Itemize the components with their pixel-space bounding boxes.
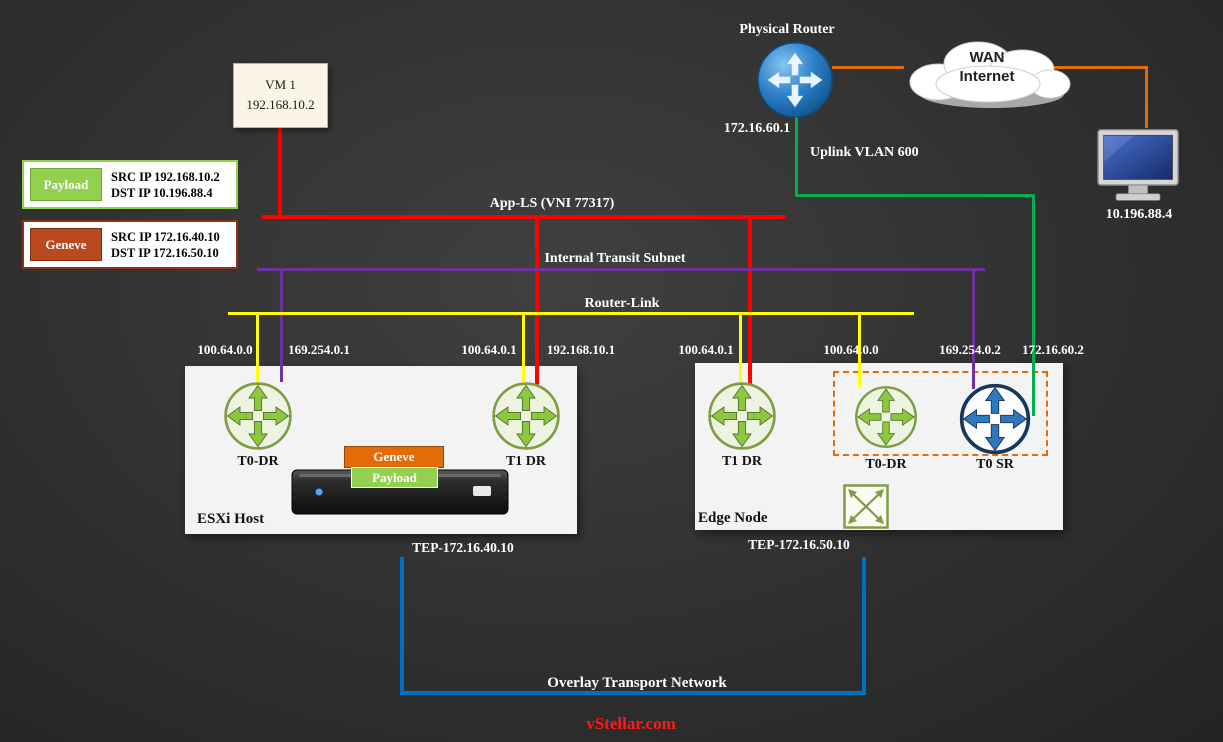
vm-to-appls-line [278,128,282,218]
appls-to-esxi-t1-line [535,219,539,385]
appls-to-edge-t1-line [748,219,752,385]
ip-esxi-t0-transit: 169.254.0.1 [288,342,350,357]
routerlink-to-edge-t1-line [739,315,742,382]
uplink-vlan600-line-v2 [1032,194,1035,416]
edge-tep-label: TEP-172.16.50.10 [748,537,850,552]
router-link-label: Router-Link [584,296,660,311]
legend-payload-src: SRC IP 192.168.10.2 [111,169,220,184]
overlay-bracket-bottom [400,691,866,695]
uplink-vlan600-line-v1 [795,117,798,197]
routerlink-to-esxi-t1-line [522,315,525,382]
wan-label-line2: Internet [959,68,1015,85]
ip-esxi-t0-uplink: 100.64.0.0 [197,342,253,357]
transit-to-t0sr-line [972,271,975,389]
wan-to-workstation-link-v [1145,66,1148,128]
edge-t0-sr-label: T0 SR [976,457,1014,472]
legend-payload-text: SRC IP 192.168.10.2 DST IP 10.196.88.4 [111,169,220,201]
vm-ip: 192.168.10.2 [246,97,315,112]
esxi-host-label: ESXi Host [197,511,265,527]
esxi-t0-dr-router-icon [222,380,294,457]
legend-geneve-text: SRC IP 172.16.40.10 DST IP 172.16.50.10 [111,229,220,261]
legend-payload-dst: DST IP 10.196.88.4 [111,185,213,200]
edge-node-label: Edge Node [698,510,768,526]
physical-router-ip: 172.16.60.1 [723,121,791,136]
edge-t0-dr-label: T0-DR [865,457,907,472]
ip-edge-sr-uplink: 172.16.60.2 [1022,342,1084,357]
router-link-segment-line [228,312,914,315]
transit-segment-line [257,268,985,271]
app-ls-label: App-LS (VNI 77317) [489,196,615,211]
legend-geneve: Geneve SRC IP 172.16.40.10 DST IP 172.16… [22,220,238,269]
legend-geneve-chip: Geneve [30,228,102,261]
edge-t1-dr-router-icon [706,380,778,457]
overlay-bracket-right [862,557,866,695]
legend-payload-chip: Payload [30,168,102,201]
wan-to-workstation-link-h [1048,66,1148,69]
app-ls-segment-line [262,215,786,219]
geneve-encap-chip: Geneve [344,446,444,468]
ip-esxi-t1-downlink: 100.64.0.1 [461,342,517,357]
workstation-monitor-icon [1096,127,1182,210]
transit-subnet-label: Internal Transit Subnet [544,251,686,266]
wan-label-line1: WAN [969,49,1005,66]
esxi-t0-dr-label: T0-DR [237,454,279,469]
routerlink-to-esxi-t0-line [256,315,259,382]
overlay-transport-label: Overlay Transport Network [547,675,727,691]
ip-esxi-t1-gateway: 192.168.10.1 [546,342,616,357]
ip-edge-t1-downlink: 100.64.0.1 [678,342,734,357]
physical-router-label: Physical Router [739,22,835,37]
site-watermark: vStellar.com [586,714,676,733]
vm-node: VM 1 192.168.10.2 [233,63,328,128]
legend-geneve-dst: DST IP 172.16.50.10 [111,245,219,260]
legend-payload: Payload SRC IP 192.168.10.2 DST IP 10.19… [22,160,238,209]
esxi-tep-label: TEP-172.16.40.10 [412,540,514,555]
esxi-t1-dr-router-icon [490,380,562,457]
routerlink-to-edge-t0-line [858,315,861,387]
wan-cloud-icon [900,36,1075,115]
wan-cloud-label: WAN Internet [959,48,1014,86]
ip-edge-sr-transit: 169.254.0.2 [939,342,1001,357]
t0-gateway-dashed-group [833,371,1048,456]
edge-t0-sr-router-icon [958,382,1032,461]
physical-router-icon [756,41,834,124]
workstation-ip: 10.196.88.4 [1105,207,1173,222]
router-to-wan-link [832,66,904,69]
edge-t0-dr-router-icon [853,384,919,455]
transit-to-esxi-t0-line [280,271,283,382]
uplink-vlan-label: Uplink VLAN 600 [810,145,919,160]
legend-geneve-src: SRC IP 172.16.40.10 [111,229,220,244]
uplink-vlan600-line-h [795,194,1035,197]
vm-name: VM 1 [265,77,296,92]
ip-edge-t0-uplink: 100.64.0.0 [823,342,879,357]
esxi-t1-dr-label: T1 DR [505,454,547,469]
edge-t1-dr-label: T1 DR [721,454,763,469]
payload-encap-chip: Payload [351,467,438,488]
edge-nic-icon [843,484,889,534]
overlay-bracket-left [400,557,404,695]
